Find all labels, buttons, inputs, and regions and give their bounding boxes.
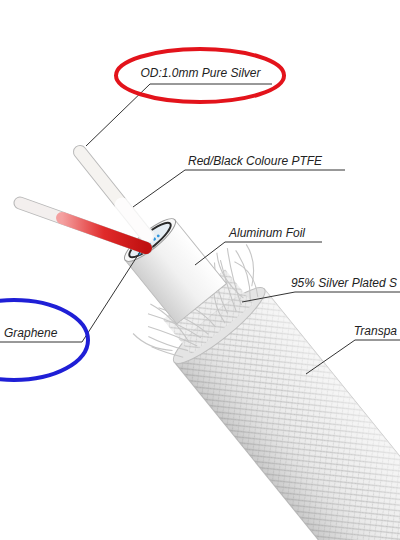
highlight-text: Graphene — [4, 326, 57, 340]
signal-wires — [20, 152, 147, 248]
highlight-ellipse: Graphene — [0, 298, 90, 382]
highlight-text: OD:1.0mm Pure Silver — [140, 66, 260, 80]
leader-lines — [0, 84, 400, 374]
part-label: Transpa — [354, 324, 397, 338]
ellipse-outline — [0, 298, 90, 382]
part-label: 95% Silver Plated S — [291, 276, 397, 290]
part-label: Red/Black Coloure PTFE — [188, 154, 322, 168]
part-label: Aluminum Foil — [229, 226, 305, 240]
highlight-ellipse: OD:1.0mm Pure Silver — [114, 47, 286, 104]
